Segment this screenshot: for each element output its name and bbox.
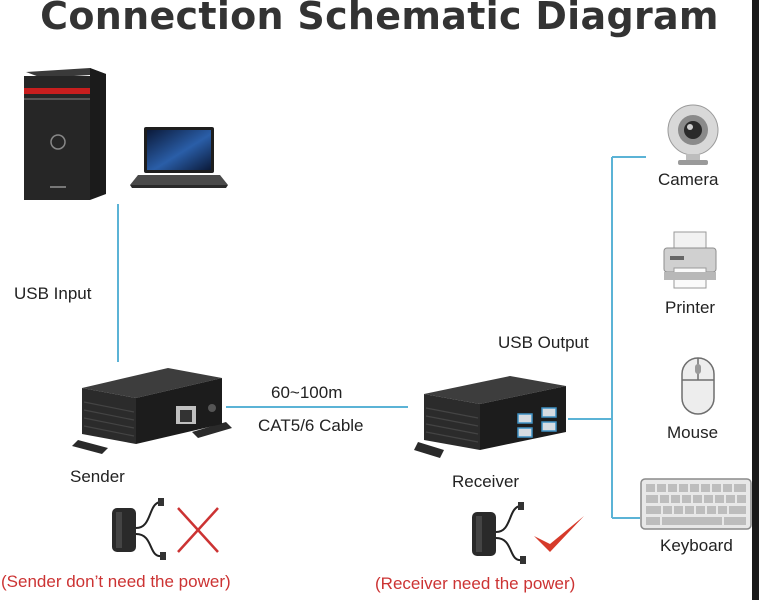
printer-label: Printer xyxy=(665,298,716,317)
keyboard-icon xyxy=(640,478,752,530)
cross-mark-icon xyxy=(177,507,219,553)
sender-label: Sender xyxy=(70,467,125,486)
sender-device-icon xyxy=(72,368,232,454)
sender-power-note: (Sender don’t need the power) xyxy=(1,572,231,591)
webcam-icon xyxy=(667,104,719,165)
right-edge-bar xyxy=(752,0,759,600)
check-mark-icon xyxy=(534,516,584,552)
diagram-title: Connection Schematic Diagram xyxy=(40,0,719,38)
laptop-icon xyxy=(130,127,228,188)
camera-label: Camera xyxy=(658,170,719,189)
printer-icon xyxy=(663,231,717,289)
receiver-device-icon xyxy=(414,376,566,458)
usb-input-label: USB Input xyxy=(14,284,92,303)
desktop-pc-icon xyxy=(24,68,106,200)
receiver-label: Receiver xyxy=(452,472,520,491)
distance-label: 60~100m xyxy=(271,383,343,402)
sender-power-adapter-icon xyxy=(112,498,166,560)
mouse-label: Mouse xyxy=(667,423,719,442)
usb-output-label: USB Output xyxy=(498,333,589,352)
cable-label: CAT5/6 Cable xyxy=(258,416,364,435)
receiver-power-adapter-icon xyxy=(472,502,526,564)
receiver-power-note: (Receiver need the power) xyxy=(375,574,576,593)
mouse-icon xyxy=(681,357,715,415)
keyboard-label: Keyboard xyxy=(660,536,733,555)
